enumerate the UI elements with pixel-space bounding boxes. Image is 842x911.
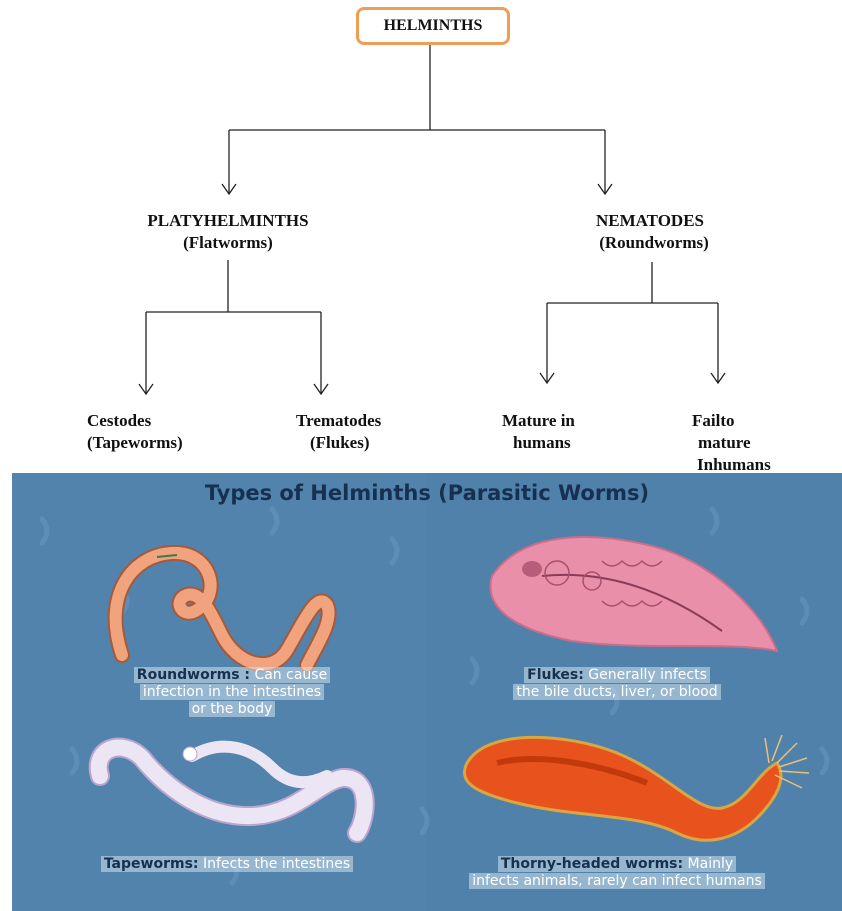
fail-line1: Failto xyxy=(692,410,771,432)
mature-line2: humans xyxy=(502,432,575,454)
helminths-root-box: HELMINTHS xyxy=(356,7,510,45)
fail-line2: mature xyxy=(692,432,771,454)
thorny-desc-line1: Mainly xyxy=(688,856,734,872)
fluke-illustration xyxy=(482,521,782,661)
flukes-name: Flukes: xyxy=(527,667,584,683)
trematodes-node: Trematodes (Flukes) xyxy=(296,410,381,454)
roundworms-desc-line2: infection in the intestines xyxy=(140,684,324,700)
tapeworms-desc: Infects the intestines xyxy=(203,856,350,872)
helminths-root-label: HELMINTHS xyxy=(384,17,483,35)
flukes-desc-line1: Generally infects xyxy=(588,667,707,683)
thorny-desc-line2: infects animals, rarely can infect human… xyxy=(469,873,765,889)
cestodes-common: (Tapeworms) xyxy=(87,432,183,454)
cestodes-node: Cestodes (Tapeworms) xyxy=(87,410,183,454)
tapeworms-name: Tapeworms: xyxy=(104,856,199,872)
nematodes-name: NEMATODES xyxy=(560,210,740,232)
flukes-desc-line2: the bile ducts, liver, or blood xyxy=(513,684,720,700)
mature-in-humans-node: Mature in humans xyxy=(502,410,575,454)
trematodes-common: (Flukes) xyxy=(296,432,381,454)
mature-line1: Mature in xyxy=(502,410,575,432)
roundworm-illustration xyxy=(102,535,362,685)
platyhelminths-name: PLATYHELMINTHS xyxy=(108,210,348,232)
thorny-name: Thorny-headed worms: xyxy=(501,856,683,872)
roundworms-desc-line1: Can cause xyxy=(254,667,327,683)
platyhelminths-node: PLATYHELMINTHS (Flatworms) xyxy=(108,210,348,254)
flukes-caption: Flukes: Generally infects the bile ducts… xyxy=(467,667,767,701)
nematodes-common: (Roundworms) xyxy=(560,232,740,254)
tapeworms-caption: Tapeworms: Infects the intestines xyxy=(72,856,382,873)
helminth-types-illustration: Types of Helminths (Parasitic Worms) Rou… xyxy=(12,473,842,911)
roundworms-desc-line3: or the body xyxy=(189,701,276,717)
cestodes-name: Cestodes xyxy=(87,410,183,432)
fail-to-mature-node: Failto mature Inhumans xyxy=(692,410,771,476)
tapeworm-illustration xyxy=(82,728,382,858)
thorny-headed-worm-illustration xyxy=(457,723,817,853)
roundworms-caption: Roundworms : Can cause infection in the … xyxy=(87,667,377,718)
illustration-title: Types of Helminths (Parasitic Worms) xyxy=(12,481,842,505)
thorny-caption: Thorny-headed worms: Mainly infects anim… xyxy=(437,856,797,890)
nematodes-node: NEMATODES (Roundworms) xyxy=(560,210,740,254)
trematodes-name: Trematodes xyxy=(296,410,381,432)
roundworms-name: Roundworms : xyxy=(137,667,250,683)
platyhelminths-common: (Flatworms) xyxy=(108,232,348,254)
